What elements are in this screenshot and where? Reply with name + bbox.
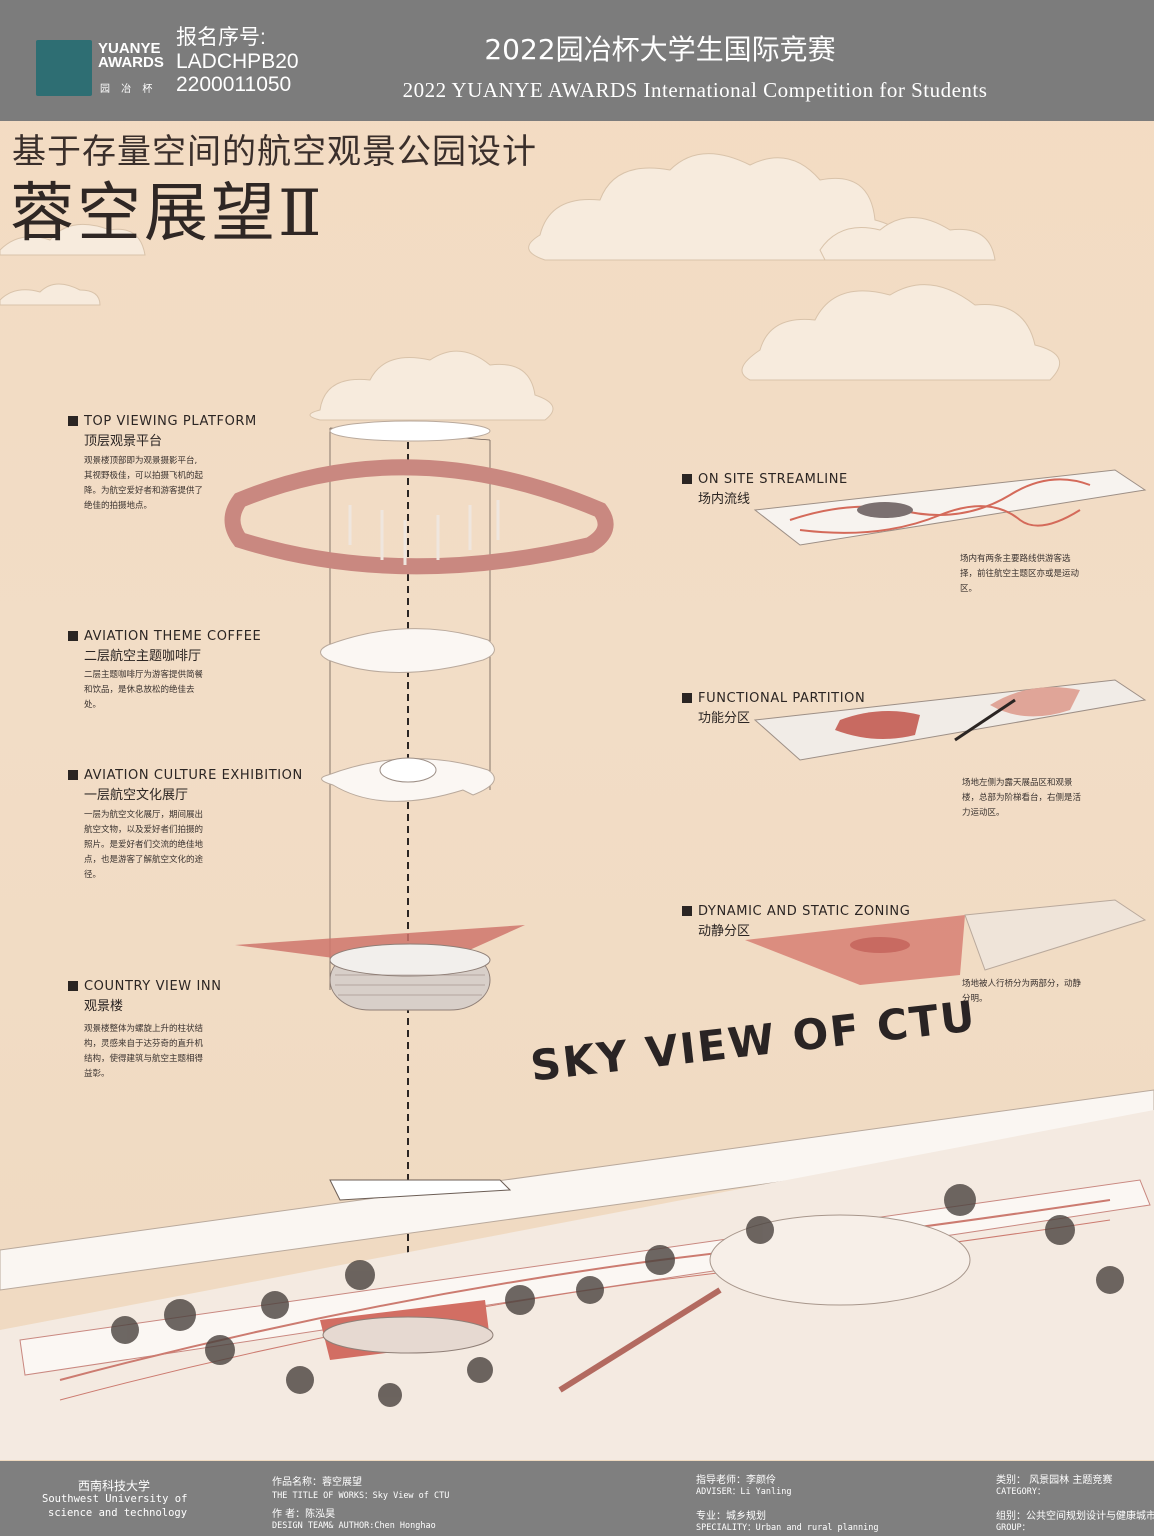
label-dynamic-static-zoning: DYNAMIC AND STATIC ZONING 动静分区 <box>682 904 910 939</box>
desc-line: 照片。是爱好者们交流的绝佳地 <box>84 840 204 850</box>
desc-line: 一层为航空文化展厅，期间展出 <box>84 810 204 820</box>
adviser-cn: 指导老师：李颜伶 <box>696 1475 776 1486</box>
label-en: AVIATION CULTURE EXHIBITION <box>68 768 303 783</box>
zoning-map <box>745 899 1147 985</box>
desc-on-site-streamline: 场内有两条主要路线供游客选 择，前往航空主题区亦或是运动 区。 <box>960 552 1079 597</box>
school-name-en1: Southwest University of <box>42 1493 188 1505</box>
desc-line: 其视野极佳，可以拍摄飞机的起 <box>84 471 204 481</box>
desc-aviation-theme-coffee: 二层主题咖啡厅为游客提供简餐 和饮品，是休息放松的绝佳去 处。 <box>84 668 203 713</box>
school-name-cn: 西南科技大学 <box>78 1479 151 1493</box>
adviser-en: ADVISER：Li Yanling <box>696 1487 792 1497</box>
logo-text: YUANYE AWARDS <box>98 40 164 71</box>
desc-line: 径。 <box>84 870 102 880</box>
desc-dynamic-static-zoning: 场地被人行桥分为两部分，动静 分明。 <box>962 977 1081 1007</box>
group-en: GROUP： <box>996 1523 1031 1533</box>
competition-title-cn: 2022园冶杯大学生国际竞赛 <box>484 33 836 66</box>
yuanye-logo-icon <box>36 40 92 96</box>
desc-line: 观景楼整体为螺旋上升的柱状结 <box>84 1024 204 1034</box>
registration-label: 报名序号: <box>176 26 266 49</box>
streamline-map <box>753 469 1147 546</box>
registration-number-line2: 2200011050 <box>176 73 292 96</box>
desc-line: 分明。 <box>962 994 988 1004</box>
major-en: SPECIALITY：Urban and rural planning <box>696 1523 879 1533</box>
coffee-level <box>320 628 495 673</box>
desc-line: 区。 <box>960 584 978 594</box>
exploded-frame <box>329 427 491 990</box>
desc-line: 绝佳的拍摄地点。 <box>84 501 153 511</box>
label-functional-partition: FUNCTIONAL PARTITION 功能分区 <box>682 691 865 726</box>
desc-line: 构，灵感来自于达芬奇的直升机 <box>84 1039 204 1049</box>
desc-line: 和饮品，是休息放松的绝佳去 <box>84 685 195 695</box>
author-cn: 作 者：陈泓昊 <box>272 1509 336 1520</box>
country-view-inn <box>235 925 525 1011</box>
label-en: DYNAMIC AND STATIC ZONING <box>682 904 910 919</box>
desc-line: 场地左侧为露天展品区和观景 <box>962 778 1073 788</box>
label-cn: 场内流线 <box>698 492 751 507</box>
desc-top-viewing-platform: 观景楼顶部即为观景摄影平台, 其视野极佳，可以拍摄飞机的起 降。为航空爱好者和游… <box>84 454 203 514</box>
exhibition-level <box>321 757 495 802</box>
label-cn: 观景楼 <box>84 999 124 1014</box>
desc-line: 择，前往航空主题区亦或是运动 <box>960 569 1080 579</box>
desc-line: 二层主题咖啡厅为游客提供简餐 <box>84 670 204 680</box>
label-cn: 一层航空文化展厅 <box>84 788 189 803</box>
functional-partition-map <box>753 679 1147 761</box>
desc-line: 处。 <box>84 700 102 710</box>
desc-line: 降。为航空爱好者和游客提供了 <box>84 486 204 496</box>
header-bar: YUANYE AWARDS 园 冶 杯 报名序号: LADCHPB20 2200… <box>0 0 1154 121</box>
desc-aviation-culture-exhibition: 一层为航空文化展厅，期间展出 航空文物，以及爱好者们拍摄的 照片。是爱好者们交流… <box>84 808 203 883</box>
desc-line: 力运动区。 <box>962 808 1005 818</box>
label-aviation-theme-coffee: AVIATION THEME COFFEE 二层航空主题咖啡厅 <box>68 629 261 664</box>
desc-line: 观景楼顶部即为观景摄影平台, <box>84 456 198 466</box>
label-on-site-streamline: ON SITE STREAMLINE 场内流线 <box>682 472 848 507</box>
label-country-view-inn: COUNTRY VIEW INN 观景楼 <box>68 979 222 1014</box>
author-en: DESIGN TEAM& AUTHOR:Chen Honghao <box>272 1521 436 1531</box>
label-top-viewing-platform: TOP VIEWING PLATFORM 顶层观景平台 <box>68 414 257 449</box>
work-title-cn: 作品名称：蓉空展望 <box>272 1477 362 1488</box>
label-cn: 顶层观景平台 <box>84 434 163 449</box>
desc-line: 楼，总部为阶梯看台，右侧是活 <box>962 793 1082 803</box>
label-aviation-culture-exhibition: AVIATION CULTURE EXHIBITION 一层航空文化展厅 <box>68 768 303 803</box>
clouds <box>0 153 1061 421</box>
category-en: CATEGORY： <box>996 1487 1046 1497</box>
category-cn: 类别： 风景园林 主题竞赛 <box>996 1475 1113 1486</box>
work-title-en: THE TITLE OF WORKS：Sky View of CTU <box>272 1491 450 1501</box>
desc-line: 点，也是游客了解航空文化的途 <box>84 855 204 865</box>
poster-artwork <box>0 153 1154 1460</box>
registration-number-line1: LADCHPB20 <box>176 50 299 73</box>
desc-line: 益彰。 <box>84 1069 110 1079</box>
label-cn: 功能分区 <box>698 711 751 726</box>
label-cn: 动静分区 <box>698 924 751 939</box>
label-en: ON SITE STREAMLINE <box>682 472 848 487</box>
school-name-en2: science and technology <box>48 1507 188 1519</box>
poster-title: 蓉空展望Ⅱ <box>10 177 325 251</box>
desc-line: 场地被人行桥分为两部分，动静 <box>962 979 1082 989</box>
major-cn: 专业：城乡规划 <box>696 1511 766 1522</box>
desc-country-view-inn: 观景楼整体为螺旋上升的柱状结 构，灵感来自于达芬奇的直升机 结构，使得建筑与航空… <box>84 1022 203 1082</box>
label-cn: 二层航空主题咖啡厅 <box>84 649 202 664</box>
site-aerial <box>0 1089 1154 1460</box>
logo-cn: 园 冶 杯 <box>100 84 157 95</box>
desc-line: 航空文物，以及爱好者们拍摄的 <box>84 825 204 835</box>
desc-line: 结构，使得建筑与航空主题相得 <box>84 1054 204 1064</box>
poster-subtitle: 基于存量空间的航空观景公园设计 <box>12 132 537 172</box>
label-en: COUNTRY VIEW INN <box>68 979 222 994</box>
competition-title-en: 2022 YUANYE AWARDS International Competi… <box>402 78 988 102</box>
desc-line: 场内有两条主要路线供游客选 <box>960 554 1071 564</box>
desc-functional-partition: 场地左侧为露天展品区和观景 楼，总部为阶梯看台，右侧是活 力运动区。 <box>962 776 1081 821</box>
footer-bar: 西南科技大学 Southwest University of science a… <box>0 1461 1154 1536</box>
label-en: AVIATION THEME COFFEE <box>68 629 261 644</box>
group-cn: 组别：公共空间规划设计与健康城市 <box>996 1511 1154 1522</box>
top-platform <box>224 420 614 575</box>
label-en: TOP VIEWING PLATFORM <box>68 414 257 429</box>
label-en: FUNCTIONAL PARTITION <box>682 691 865 706</box>
